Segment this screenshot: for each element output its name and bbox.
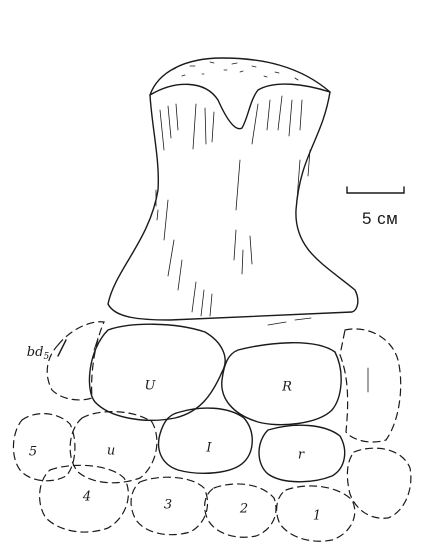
dashed-elements [13,322,410,541]
proximal-carpals [89,324,344,482]
label-r: r [298,448,305,463]
label-digit-2: 2 [239,502,248,517]
scale-bar: 5 см [347,187,404,228]
label-u: u [107,444,115,459]
label-digit-1: 1 [313,509,321,524]
upper-bone [108,58,358,325]
label-R: R [281,380,292,395]
label-bd5: bd5 [27,345,50,362]
label-digit-5: 5 [29,445,37,460]
bd5-pointer [58,340,66,356]
ulnare-bone [89,324,225,420]
labels: bd5 U R I u r 5 4 3 2 1 [27,345,321,524]
label-digit-3: 3 [164,498,172,513]
label-I: I [205,441,212,456]
label-U: U [145,379,157,394]
scale-bar-label: 5 см [362,209,398,228]
label-digit-4: 4 [82,490,91,505]
